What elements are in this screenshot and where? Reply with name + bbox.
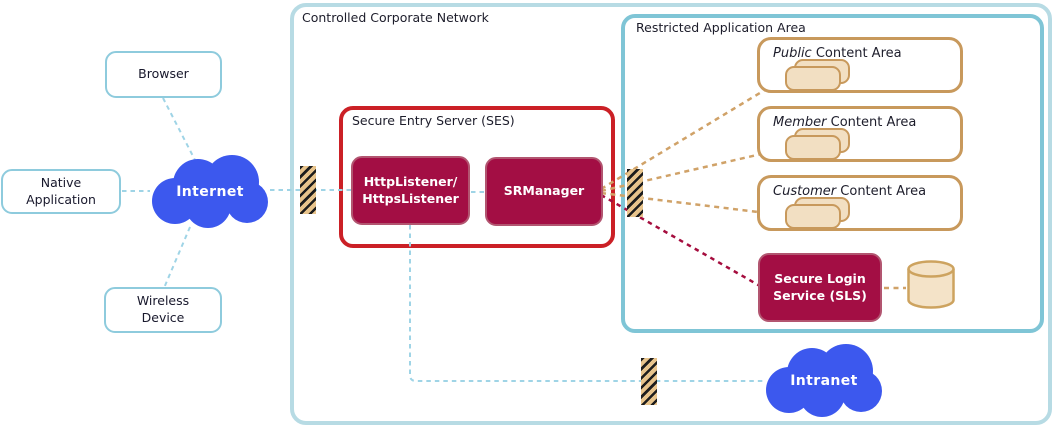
sls-label-line1: Secure Login <box>774 270 866 286</box>
sr-manager-label: SRManager <box>503 183 585 199</box>
intranet-cloud: Intranet <box>762 343 886 419</box>
public-content-area-label-em: Public <box>773 46 812 61</box>
sls-label-line2: Service (SLS) <box>773 287 867 303</box>
member-content-area-label-rest: Content Area <box>826 115 917 130</box>
native-application-label-line1: Native <box>40 174 82 190</box>
member-content-area-label: Member Content Area <box>773 115 916 130</box>
http-listener-node: HttpListener/ HttpsListener <box>351 156 470 225</box>
documents-icon <box>785 204 841 229</box>
intranet-label: Intranet <box>790 373 858 389</box>
controlled-corporate-network-area <box>290 3 1052 425</box>
internet-label: Internet <box>176 184 244 200</box>
http-listener-label-line2: HttpsListener <box>362 190 459 206</box>
line-browser-internet <box>162 97 197 163</box>
member-content-area: Member Content Area <box>757 106 963 162</box>
firewall-icon <box>641 358 657 405</box>
firewall-icon <box>300 166 316 214</box>
browser-node: Browser <box>105 51 222 98</box>
documents-icon <box>785 66 841 91</box>
documents-icon <box>785 135 841 160</box>
sr-manager-node: SRManager <box>485 157 603 226</box>
ses-title: Secure Entry Server (SES) <box>352 113 515 128</box>
cloud-icon <box>766 344 882 417</box>
line-listener-intranet <box>409 225 764 382</box>
wireless-device-label-line1: Wireless <box>136 293 190 309</box>
line-manager-public <box>600 77 784 191</box>
public-content-area-label-rest: Content Area <box>811 46 902 61</box>
http-listener-label-line1: HttpListener/ <box>363 173 458 189</box>
line-internet-wireless <box>163 226 191 289</box>
cloud-icon <box>152 155 268 228</box>
secure-login-service-node: Secure Login Service (SLS) <box>758 253 882 322</box>
browser-label: Browser <box>138 66 189 82</box>
customer-content-area-label: Customer Content Area <box>773 184 926 199</box>
customer-content-area-label-rest: Content Area <box>836 184 927 199</box>
member-content-area-label-em: Member <box>773 115 827 130</box>
wireless-device-node: Wireless Device <box>104 287 222 333</box>
firewall-icon <box>627 169 643 217</box>
public-content-area: Public Content Area <box>757 37 963 93</box>
restricted-area-title: Restricted Application Area <box>636 20 806 35</box>
database-icon <box>907 260 955 309</box>
wireless-device-label-line2: Device <box>141 310 185 325</box>
public-content-area-label: Public Content Area <box>773 46 902 61</box>
internet-cloud: Internet <box>148 154 272 230</box>
native-application-label-line2: Application <box>26 191 96 207</box>
corporate-network-title: Controlled Corporate Network <box>302 10 489 25</box>
customer-content-area: Customer Content Area <box>757 175 963 231</box>
customer-content-area-label-em: Customer <box>773 184 837 199</box>
native-application-node: Native Application <box>1 169 121 214</box>
